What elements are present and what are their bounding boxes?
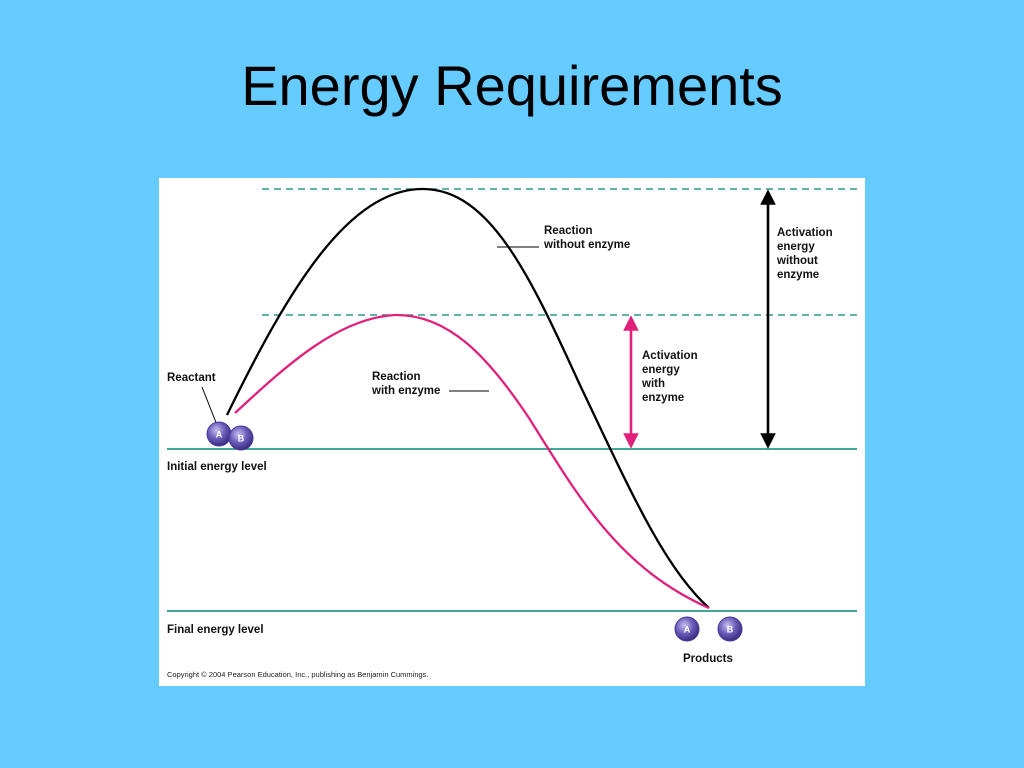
reactant-molecule-b: B — [228, 425, 254, 451]
label-line: Activation — [642, 350, 698, 362]
label-initial-energy-level: Initial energy level — [167, 461, 267, 473]
label-line: enzyme — [777, 269, 820, 281]
energy-diagram-graphic: A B A B — [167, 187, 857, 642]
svg-text:B: B — [727, 625, 734, 635]
label-line: Reaction — [544, 225, 593, 237]
svg-text:A: A — [216, 430, 223, 440]
label-line: with enzyme — [372, 385, 441, 397]
label-line: Reaction — [372, 371, 421, 383]
label-activation-with-enzyme: Activation energy with enzyme — [642, 349, 698, 405]
label-line: with — [642, 378, 665, 390]
label-reaction-with-enzyme: Reaction with enzyme — [372, 370, 440, 398]
label-final-energy-level: Final energy level — [167, 624, 264, 636]
label-line: without — [777, 255, 818, 267]
label-line: energy — [777, 241, 815, 253]
reactant-molecule-a: A — [206, 421, 232, 447]
curve-without-enzyme — [225, 187, 710, 609]
label-reaction-without-enzyme: Reaction without enzyme — [544, 224, 630, 252]
svg-text:B: B — [238, 434, 245, 444]
product-molecule-a: A — [674, 616, 700, 642]
label-reactant: Reactant — [167, 372, 216, 384]
energy-diagram: A B A B Reaction without enzyme Reaction… — [159, 178, 865, 686]
label-line: without enzyme — [544, 239, 631, 251]
curve-with-enzyme — [234, 313, 710, 610]
svg-text:A: A — [684, 625, 691, 635]
copyright-notice: Copyright © 2004 Pearson Education, Inc.… — [167, 670, 429, 679]
label-activation-without-enzyme: Activation energy without enzyme — [777, 226, 833, 282]
label-products: Products — [683, 653, 733, 665]
label-line: Activation — [777, 227, 833, 239]
product-molecule-b: B — [717, 616, 743, 642]
label-line: enzyme — [642, 392, 685, 404]
label-line: energy — [642, 364, 680, 376]
leader-reactant — [201, 386, 218, 426]
slide-title: Energy Requirements — [241, 54, 783, 117]
